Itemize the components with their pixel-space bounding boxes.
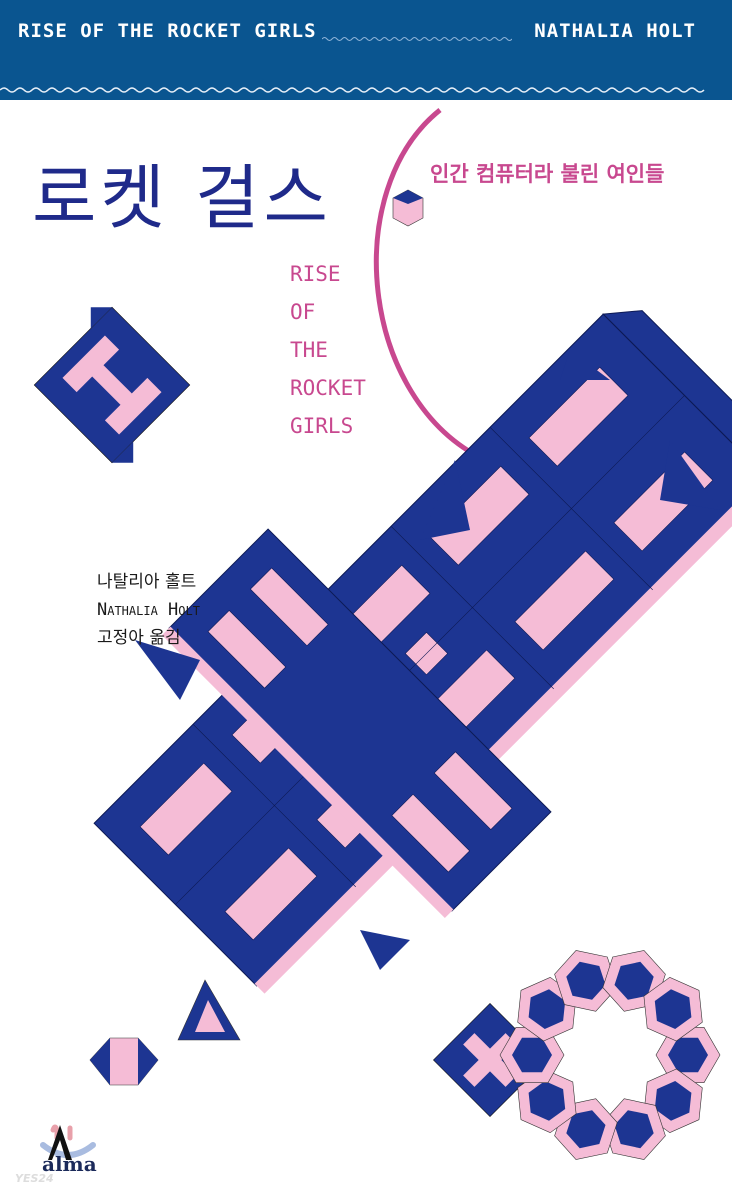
hex-cube [89, 1037, 159, 1086]
rocket-spikes [135, 350, 720, 970]
korean-subtitle: 인간 컴퓨터라 불린 여인들 [430, 162, 665, 186]
wavy-border [0, 87, 705, 93]
ring-hexagon-inner [654, 1081, 692, 1121]
watermark: YES24 [15, 1172, 54, 1185]
triangle-piece [177, 979, 241, 1041]
origami-block-topleft [33, 306, 191, 464]
korean-title: 로켓 걸스 [32, 157, 332, 239]
banner-author: NATHALIA HOLT [534, 20, 696, 42]
ring-hexagon-inner [528, 989, 566, 1029]
small-cube [392, 189, 424, 227]
ring-hexagon-inner [654, 989, 692, 1029]
orbit-arc [373, 108, 487, 463]
wavy-divider [322, 37, 512, 41]
hexagon-ring [499, 950, 721, 1160]
publisher-logo-icon [40, 1124, 96, 1160]
author-korean: 나탈리아 홀트 [97, 572, 197, 592]
ring-hexagon-inner [528, 1081, 566, 1121]
translator: 고정아 옮김 [97, 628, 181, 648]
author-english: Nathalia Holt [97, 600, 200, 620]
ring-hexagon-inner [512, 1037, 552, 1073]
english-title: RISE OF THE ROCKET GIRLS [290, 262, 366, 438]
top-banner: RISE OF THE ROCKET GIRLS NATHALIA HOLT [0, 0, 732, 100]
ring-hexagon-inner [614, 1110, 654, 1149]
ring-hexagon-inner [566, 961, 606, 1000]
ring-hexagon-inner [566, 1110, 606, 1149]
ring-hexagon-inner [614, 961, 654, 1000]
ring-hexagon-inner [668, 1037, 708, 1073]
publisher-name: alma [42, 1152, 97, 1176]
banner-title: RISE OF THE ROCKET GIRLS [18, 20, 317, 42]
rocket-crossarm [162, 528, 552, 918]
author-block: 나탈리아 홀트 Nathalia Holt 고정아 옮김 [97, 568, 200, 652]
